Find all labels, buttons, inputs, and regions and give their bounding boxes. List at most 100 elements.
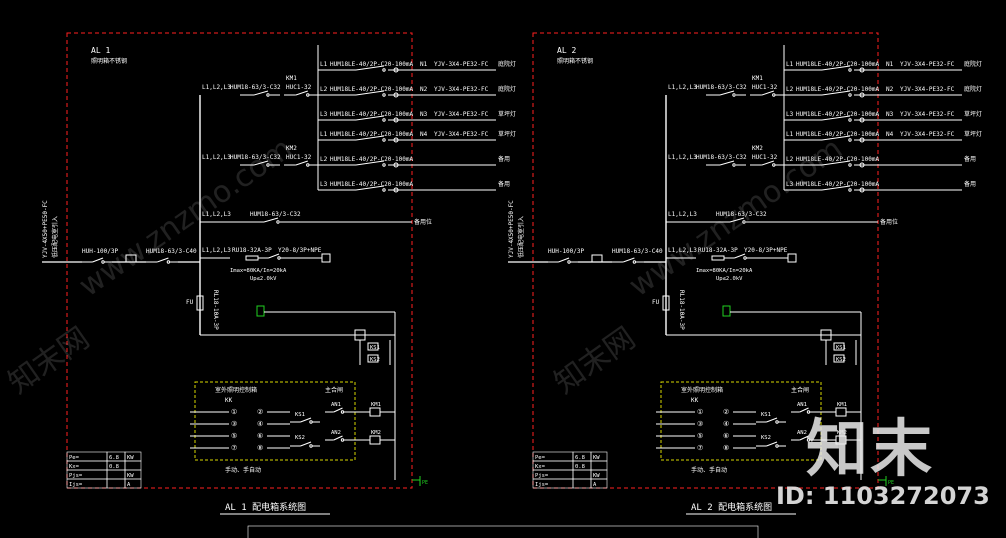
ks-label: KS1 [370,345,380,351]
contact-dot [382,93,386,97]
terminal-left: ⑦ [697,444,703,452]
spd-switch [268,253,280,259]
pe-label: PE [422,480,428,486]
branch-breaker [253,90,269,96]
terminal-right: ⑧ [723,444,729,452]
circuit-breaker [821,90,851,96]
km-spec: HUC1-32 [286,154,312,161]
terminal-left: ③ [697,420,703,428]
circuit-breaker-label: HUM18LE-40/2P-C20-100mA [796,86,879,93]
panel-caption: AL 2 配电箱系统图 [691,501,772,513]
ks-coil [833,354,845,363]
spare-phase: L1,L2,L3 [668,211,697,218]
contact-dot [742,220,746,224]
terminal-right: ② [257,408,263,416]
contact-dot [806,438,811,442]
circuit-phase: L1 [320,131,328,138]
table-key: Pjs= [69,473,83,479]
km-coil-label: KM2 [371,430,381,436]
ks-contact-label: KS2 [295,435,305,441]
control-box-title: 室外照明控制箱 [215,386,257,394]
circuit-phase: L2 [320,86,328,93]
circuit-load: 备用 [498,155,510,163]
control-note: 手动、手自动 [225,466,261,474]
circuit-breaker-label: HUM18LE-40/2P-C20-100mA [330,131,413,138]
control-note: 手动、手自动 [691,466,727,474]
circuit-phase: L2 [786,86,794,93]
circuit-id: N2 [420,86,428,93]
km-coil-label: KM1 [837,402,847,408]
circuit-breaker-label: HUM18LE-40/2P-C20-100mA [330,156,413,163]
contact-dot [848,138,852,142]
branch-breaker-label: HUM18-63/3-C32 [230,84,281,91]
panel-note: 照明箱不锈钢 [91,57,127,65]
contact-dot [632,260,637,264]
circuit-cable: YJV-3X4-PE32-FC [900,111,955,118]
control-indicator [722,305,731,317]
spd-switch [734,253,746,259]
title-block [247,525,759,538]
circuit-load: 庭院灯 [498,85,516,93]
branch-phase-label: L1,L2,L3 [668,84,697,91]
spd-param: Up≤2.0kV [716,276,743,282]
spare-load: 备用位 [880,218,898,226]
terminal-left: ③ [231,420,237,428]
terminal-right: ⑥ [257,432,263,440]
circuit-breaker [821,185,851,191]
spd-box [321,253,331,263]
km-label: KM1 [286,75,297,82]
panel-frame [66,32,413,489]
feeder-cable: YJV-4X50+PE50-FC [42,200,49,258]
spare-breaker-label: HUM18-63/3-C32 [250,211,301,218]
spd-box [787,253,797,263]
spd-param: Imax=80KA/In=20kA [696,268,753,274]
watermark-id: ID: 1103272073 [776,482,990,510]
circuit-breaker [821,135,851,141]
branch-phase-label: L1,L2,L3 [202,154,231,161]
contact-dot [775,444,779,448]
circuit-load: 草坪灯 [498,130,516,138]
fu-label: FU [186,299,194,306]
kk-label: KK [225,397,233,404]
circuit-id: N3 [420,111,428,118]
branch-breaker-label: HUM18-63/3-C32 [230,154,281,161]
circuit-load: 备用 [964,155,976,163]
spd-breaker-label: RU18-32A-3P [232,247,272,254]
ks-contact-label: KS1 [295,412,305,418]
terminal-right: ④ [257,420,263,428]
circuit-breaker [821,160,851,166]
contact-dot [848,93,852,97]
circuit-breaker [821,115,851,121]
contact-dot [848,163,852,167]
circuit-cable: YJV-3X4-PE32-FC [900,131,955,138]
branch-breaker [719,160,735,166]
ks-contact [300,417,312,423]
contact-dot [732,93,736,97]
meter-box [125,254,137,263]
table-unit: A [127,482,131,488]
branch-breaker-label: HUM18-63/3-C32 [696,84,747,91]
main-switch [92,257,104,263]
circuit-cable: YJV-3X4-PE32-FC [434,131,489,138]
circuit-breaker [355,115,385,121]
circuit-load: 庭院灯 [964,60,982,68]
spd-label: Y20-8/3P+NPE [278,247,322,254]
an-button [799,407,809,413]
feeder-cable: YJV-4X50+PE50-FC [508,200,515,258]
ks-label: KS1 [836,345,846,351]
ks-contact [766,441,778,447]
panel-name: AL 2 [557,46,576,55]
table-cell [124,478,142,489]
contact-dot [848,188,852,192]
circuit-cable: YJV-3X4-PE32-FC [434,86,489,93]
table-cell [106,478,126,489]
an-button [333,407,343,413]
spare-breaker [263,217,279,223]
contact-dot [306,93,310,97]
terminal-left: ⑦ [231,444,237,452]
rcd-symbol [393,67,399,73]
contact-dot [382,118,386,122]
pe-label: PE [888,480,894,486]
fu-fuse [662,295,670,311]
